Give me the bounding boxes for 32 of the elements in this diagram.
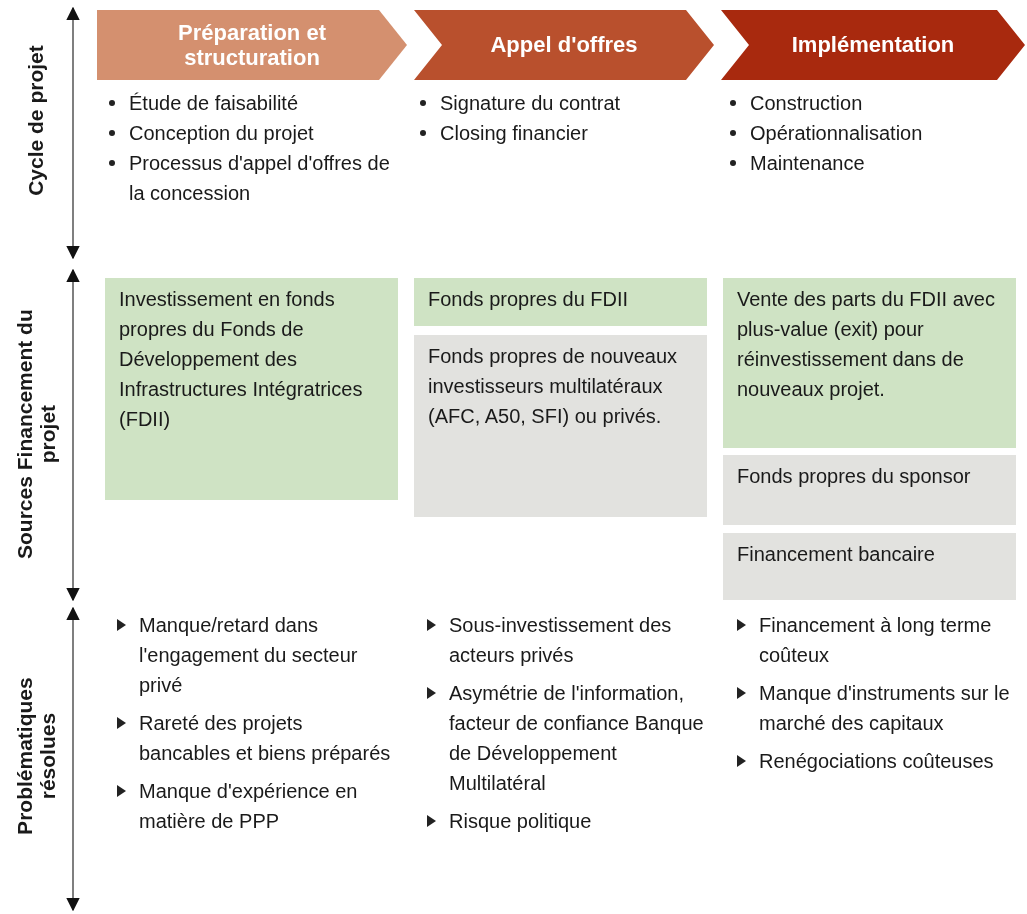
stage-header xyxy=(721,10,1025,80)
problem-item: Manque/retard dans l'engagement du secteur privé xyxy=(139,614,358,696)
problem-item: Financement à long terme coûteux xyxy=(759,614,992,666)
problem-item: Manque d'instruments sur le marché des capitaux xyxy=(759,682,1010,734)
funding-box: Investissement en fonds propres du Fonds de Développement des Infrastructures Intégratrices (FDII) xyxy=(105,278,398,500)
row-heading: Cycle de projet xyxy=(24,44,48,198)
funding-box: Vente des parts du FDII avec plus-value (exit) pour réinvestissement dans de nouveaux projet. xyxy=(723,278,1016,448)
stage-activity: Étude de faisabilité xyxy=(129,92,298,114)
funding-box: Fonds propres du FDII xyxy=(414,278,707,326)
stage-title: Implémentation xyxy=(791,32,955,58)
stage-header xyxy=(414,10,714,80)
funding-box: Fonds propres du sponsor xyxy=(723,455,1016,525)
stage-activity: Processus d'appel d'offres de la concession xyxy=(129,152,390,204)
problem-item: Renégociations coûteuses xyxy=(759,750,994,772)
problem-item: Sous-investissement des acteurs privés xyxy=(449,614,672,666)
stage-activity: Maintenance xyxy=(750,152,865,174)
stage-title: Préparation et structuration xyxy=(177,19,327,71)
row-heading: Sources Financement du projet xyxy=(12,308,60,561)
stage-activity: Signature du contrat xyxy=(440,92,621,114)
problem-item: Manque d'expérience en matière de PPP xyxy=(139,780,358,832)
stage-activity: Opérationnalisation xyxy=(750,122,923,144)
funding-box: Fonds propres de nouveaux investisseurs multilatéraux (AFC, A50, SFI) ou privés. xyxy=(414,335,707,517)
problem-item: Rareté des projets bancables et biens préparés xyxy=(139,712,391,764)
row-heading: Problématiques résolues xyxy=(12,676,60,837)
stage-title: Appel d'offres xyxy=(490,32,638,58)
problem-item: Asymétrie de l'information, facteur de confiance Banque de Développement Multilatéral xyxy=(449,682,704,794)
problem-item: Risque politique xyxy=(449,810,592,832)
stage-activity: Conception du projet xyxy=(129,122,314,144)
stage-activity: Closing financier xyxy=(440,122,588,144)
funding-box: Financement bancaire xyxy=(723,533,1016,600)
stage-header xyxy=(97,10,407,80)
stage-activity: Construction xyxy=(750,92,863,114)
